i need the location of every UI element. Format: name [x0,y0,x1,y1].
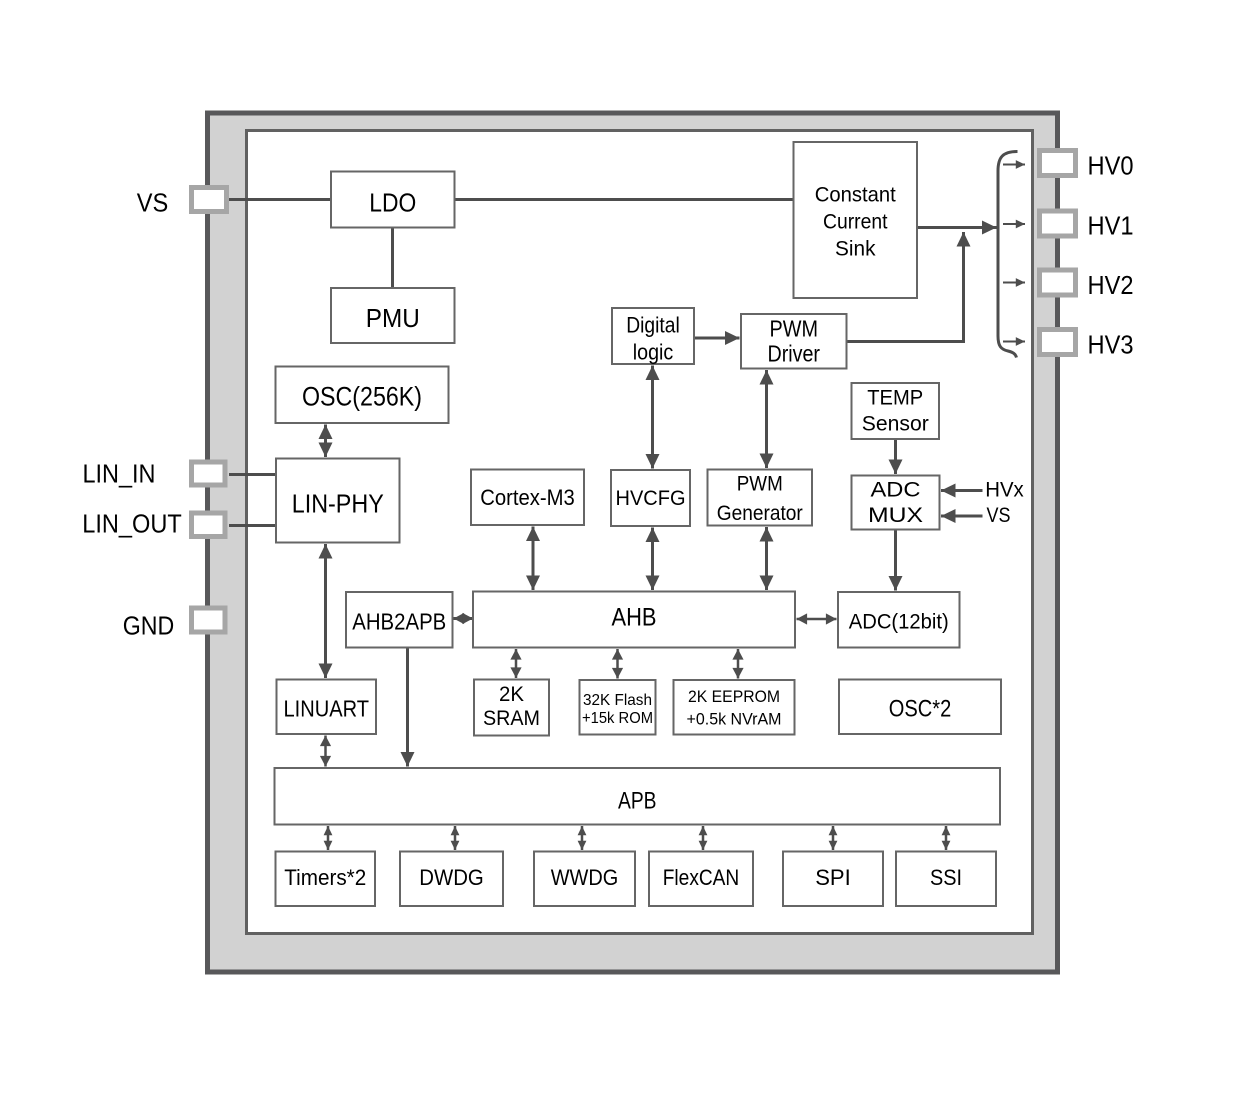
svg-text:HV1: HV1 [1088,211,1134,241]
svg-text:Timers*2: Timers*2 [284,865,366,890]
svg-text:MUX: MUX [868,504,923,527]
svg-text:VS: VS [987,504,1011,527]
svg-text:+15k ROM: +15k ROM [582,710,653,727]
svg-text:32K Flash: 32K Flash [583,692,652,709]
svg-text:Generator: Generator [717,502,803,525]
svg-text:DWDG: DWDG [419,865,484,890]
svg-text:HVCFG: HVCFG [616,487,686,510]
svg-text:PWM: PWM [770,316,819,342]
svg-text:Digital: Digital [626,313,680,338]
svg-text:HV2: HV2 [1088,270,1134,300]
svg-text:HV3: HV3 [1088,330,1134,360]
svg-text:Cortex-M3: Cortex-M3 [480,485,575,510]
svg-text:2K: 2K [499,683,524,706]
svg-text:Constant: Constant [815,184,896,207]
svg-text:LIN-PHY: LIN-PHY [292,489,384,519]
svg-text:PWM: PWM [737,473,783,496]
svg-text:ADC: ADC [871,479,921,502]
svg-text:WWDG: WWDG [551,865,619,890]
svg-text:Sensor: Sensor [862,413,929,436]
svg-text:LIN_OUT: LIN_OUT [82,509,182,539]
svg-text:APB: APB [618,788,657,815]
svg-text:LIN_IN: LIN_IN [83,459,156,489]
svg-text:AHB2APB: AHB2APB [352,609,446,635]
svg-text:LINUART: LINUART [284,696,370,722]
svg-text:+0.5k NVrAM: +0.5k NVrAM [687,710,782,729]
svg-text:GND: GND [123,611,175,641]
svg-text:HV0: HV0 [1088,151,1134,181]
svg-text:2K EEPROM: 2K EEPROM [688,687,780,706]
svg-text:SPI: SPI [815,865,851,890]
svg-text:PMU: PMU [366,303,420,333]
svg-text:TEMP: TEMP [867,387,923,410]
svg-text:LDO: LDO [369,188,416,218]
svg-text:OSC*2: OSC*2 [889,696,952,723]
svg-text:SSI: SSI [930,865,962,890]
svg-text:AHB: AHB [612,604,657,632]
svg-text:Driver: Driver [768,341,821,367]
svg-text:FlexCAN: FlexCAN [663,865,740,890]
svg-text:ADC(12bit): ADC(12bit) [849,611,949,634]
svg-text:OSC(256K): OSC(256K) [302,382,422,412]
svg-text:VS: VS [137,188,169,218]
svg-text:Current: Current [823,211,888,234]
svg-text:logic: logic [633,340,674,365]
svg-text:SRAM: SRAM [483,707,540,730]
svg-text:Sink: Sink [835,238,876,261]
svg-text:HVx: HVx [985,479,1024,502]
